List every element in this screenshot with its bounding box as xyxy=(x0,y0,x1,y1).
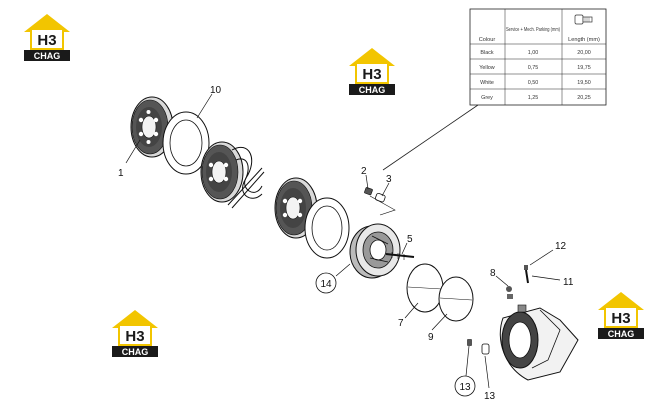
bolt-icon xyxy=(574,14,593,25)
logo-word: CHAG xyxy=(122,347,149,357)
table-cell-length: 19,50 xyxy=(577,80,591,86)
table-cell-length: 20,25 xyxy=(577,95,591,101)
adjuster-pin xyxy=(385,252,415,260)
table-cell-service: 1,00 xyxy=(528,50,539,56)
callout-3: 3 xyxy=(386,174,392,185)
header-length: Length (mm) xyxy=(568,37,600,43)
callout-1: 1 xyxy=(118,168,124,179)
header-colour: Colour xyxy=(479,37,496,43)
friction-disc xyxy=(200,141,244,203)
table-cell-service: 1,25 xyxy=(528,95,539,101)
spec-table: Colour Service + Mech. Parking (mm) Leng… xyxy=(469,8,607,106)
friction-disc xyxy=(130,96,174,158)
table-cell-colour: White xyxy=(480,80,494,86)
small-plug xyxy=(467,339,472,346)
seal-ring xyxy=(406,263,444,313)
callout-2: 2 xyxy=(361,166,367,177)
plug xyxy=(506,286,513,299)
steel-plate xyxy=(304,197,350,259)
logo-mark: H3 xyxy=(611,310,630,327)
callout-12: 12 xyxy=(555,241,567,252)
callout-5: 5 xyxy=(407,234,413,245)
brake-housing xyxy=(499,304,579,381)
callout-13: 13 xyxy=(484,391,496,402)
logo-word: CHAG xyxy=(34,51,61,61)
table-pointer-line xyxy=(382,104,479,171)
callout-8: 8 xyxy=(490,268,496,279)
screw xyxy=(364,187,373,196)
logo-mark: H3 xyxy=(362,66,381,83)
spring-clip xyxy=(227,147,265,209)
table-cell-length: 19,75 xyxy=(577,65,591,71)
callout-circle xyxy=(315,272,337,294)
table-cell-colour: Grey xyxy=(481,95,493,101)
callout-11: 11 xyxy=(563,277,574,288)
bleed-screw xyxy=(524,265,529,284)
table-cell-length: 20,00 xyxy=(577,50,591,56)
callout-10: 10 xyxy=(210,85,222,96)
table-cell-service: 0,50 xyxy=(528,80,539,86)
table-cell-colour: Black xyxy=(480,50,493,56)
callout-14: 14 xyxy=(320,279,332,290)
steel-plate xyxy=(162,111,210,175)
piston-hub xyxy=(349,223,401,279)
callout-7: 7 xyxy=(398,318,404,329)
logo-word: CHAG xyxy=(359,85,386,95)
leader-lines xyxy=(125,93,561,389)
guide-line xyxy=(369,195,396,216)
callout-9: 9 xyxy=(428,332,434,343)
sleeve xyxy=(375,192,386,203)
table-cell-colour: Yellow xyxy=(479,65,494,71)
small-sleeve xyxy=(481,343,490,355)
logo-word: CHAG xyxy=(608,329,635,339)
callout-circle xyxy=(454,375,476,397)
table-cell-service: 0,75 xyxy=(528,65,539,71)
seal-ring xyxy=(438,276,474,322)
header-service: Service + Mech. Parking (mm) xyxy=(506,27,560,33)
logo-mark: H3 xyxy=(125,328,144,345)
logo-mark: H3 xyxy=(37,32,56,49)
friction-disc xyxy=(274,177,318,239)
callout-13-circled: 13 xyxy=(459,382,471,393)
